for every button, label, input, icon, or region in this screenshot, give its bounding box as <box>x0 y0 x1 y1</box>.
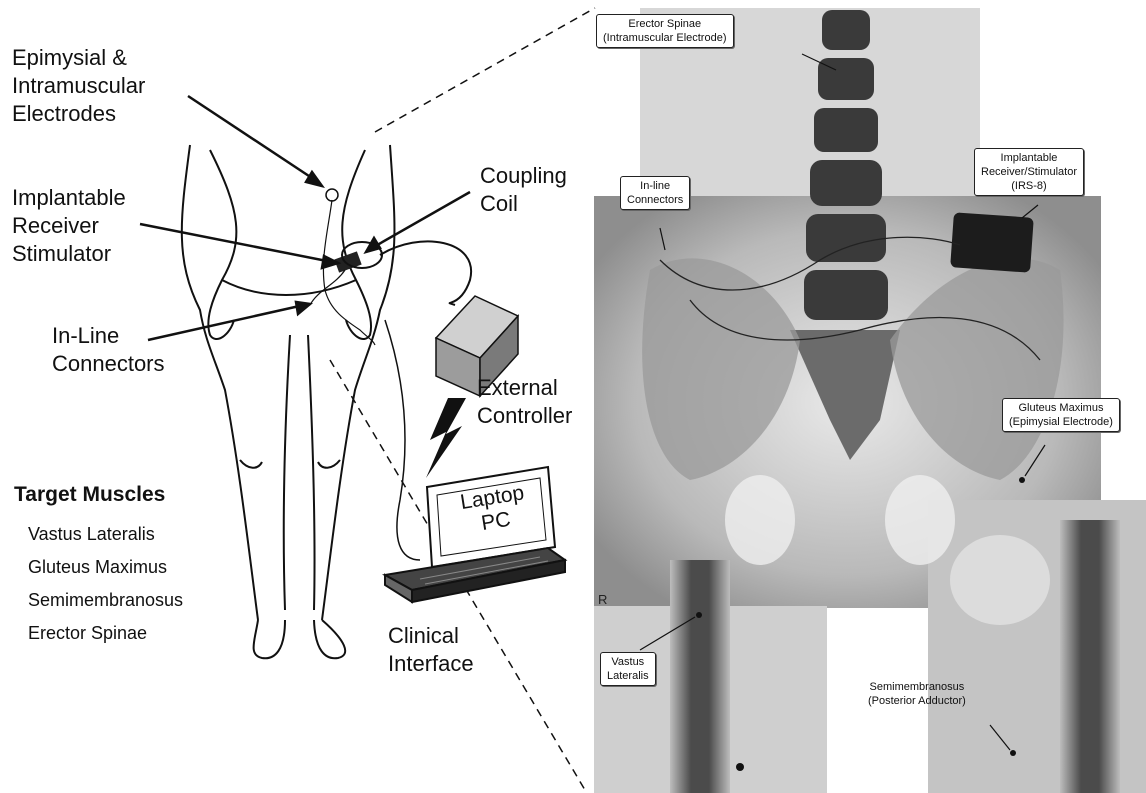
obturator-right <box>885 475 955 565</box>
label-controller-line1: External <box>477 374 572 402</box>
muscle-item: Vastus Lateralis <box>28 518 183 551</box>
xray-film-marker: R <box>598 592 607 607</box>
gluteus-line2: (Epimysial Electrode) <box>1009 415 1113 429</box>
label-receiver-line1: Implantable <box>12 184 126 212</box>
label-coupling-coil: Coupling Coil <box>480 162 567 218</box>
label-inline-connectors: In-Line Connectors <box>52 322 165 378</box>
xray-label-erector-spinae: Erector Spinae (Intramuscular Electrode) <box>596 14 734 48</box>
label-receiver-line3: Stimulator <box>12 240 126 268</box>
label-electrodes-line3: Electrodes <box>12 100 145 128</box>
muscle-item: Semimembranosus <box>28 584 183 617</box>
vastus-line1: Vastus <box>607 655 649 669</box>
semimembranosus-line2: (Posterior Adductor) <box>868 694 966 708</box>
erector-line2: (Intramuscular Electrode) <box>603 31 727 45</box>
obturator-left <box>725 475 795 565</box>
body-implants <box>310 189 471 345</box>
electrode-dot-semimembranosus <box>1010 750 1016 756</box>
muscle-item: Erector Spinae <box>28 617 183 650</box>
electrode-dot-gluteus <box>1019 477 1025 483</box>
label-electrodes-line1: Epimysial & <box>12 44 145 72</box>
label-electrodes: Epimysial & Intramuscular Electrodes <box>12 44 145 128</box>
target-muscles-list: Vastus Lateralis Gluteus Maximus Semimem… <box>28 518 183 650</box>
erector-line1: Erector Spinae <box>603 17 727 31</box>
xray-label-gluteus-maximus: Gluteus Maximus (Epimysial Electrode) <box>1002 398 1120 432</box>
femoral-head-right <box>950 535 1050 625</box>
xray-label-vastus-lateralis: Vastus Lateralis <box>600 652 656 686</box>
label-laptop-pc: Laptop PC <box>459 481 530 538</box>
xray-label-semimembranosus: Semimembranosus (Posterior Adductor) <box>868 680 966 708</box>
wireless-link-bolt <box>426 398 466 478</box>
semimembranosus-line1: Semimembranosus <box>868 680 966 694</box>
label-connectors-line2: Connectors <box>52 350 165 378</box>
label-receiver-line2: Receiver <box>12 212 126 240</box>
vastus-line2: Lateralis <box>607 669 649 683</box>
laptop-cable <box>385 320 420 560</box>
electrode-dot-thigh <box>736 763 744 771</box>
label-controller-line2: Controller <box>477 402 572 430</box>
electrode-loop <box>326 189 338 201</box>
femur-right <box>1060 520 1120 793</box>
body-outline <box>182 145 395 658</box>
irs8-line3: (IRS-8) <box>981 179 1077 193</box>
irs8-line2: Receiver/Stimulator <box>981 165 1077 179</box>
xray-label-irs8: Implantable Receiver/Stimulator (IRS-8) <box>974 148 1084 196</box>
label-clinical-line2: Interface <box>388 650 474 678</box>
label-external-controller: External Controller <box>477 374 572 430</box>
label-connectors-line1: In-Line <box>52 322 165 350</box>
inline-line2: Connectors <box>627 193 683 207</box>
femur-left <box>670 560 730 793</box>
muscle-item: Gluteus Maximus <box>28 551 183 584</box>
left-label-arrows <box>140 96 470 340</box>
xray-label-inline-connectors: In-line Connectors <box>620 176 690 210</box>
label-clinical-interface: Clinical Interface <box>388 622 474 678</box>
label-clinical-line1: Clinical <box>388 622 474 650</box>
electrode-dot-vastus <box>696 612 702 618</box>
label-receiver-stimulator: Implantable Receiver Stimulator <box>12 184 126 268</box>
gluteus-line1: Gluteus Maximus <box>1009 401 1113 415</box>
label-coil-line1: Coupling <box>480 162 567 190</box>
irs8-implant <box>950 212 1034 272</box>
target-muscles-title: Target Muscles <box>14 483 165 507</box>
inline-line1: In-line <box>627 179 683 193</box>
label-coil-line2: Coil <box>480 190 567 218</box>
zoom-line-top <box>375 8 595 132</box>
label-electrodes-line2: Intramuscular <box>12 72 145 100</box>
irs8-line1: Implantable <box>981 151 1077 165</box>
